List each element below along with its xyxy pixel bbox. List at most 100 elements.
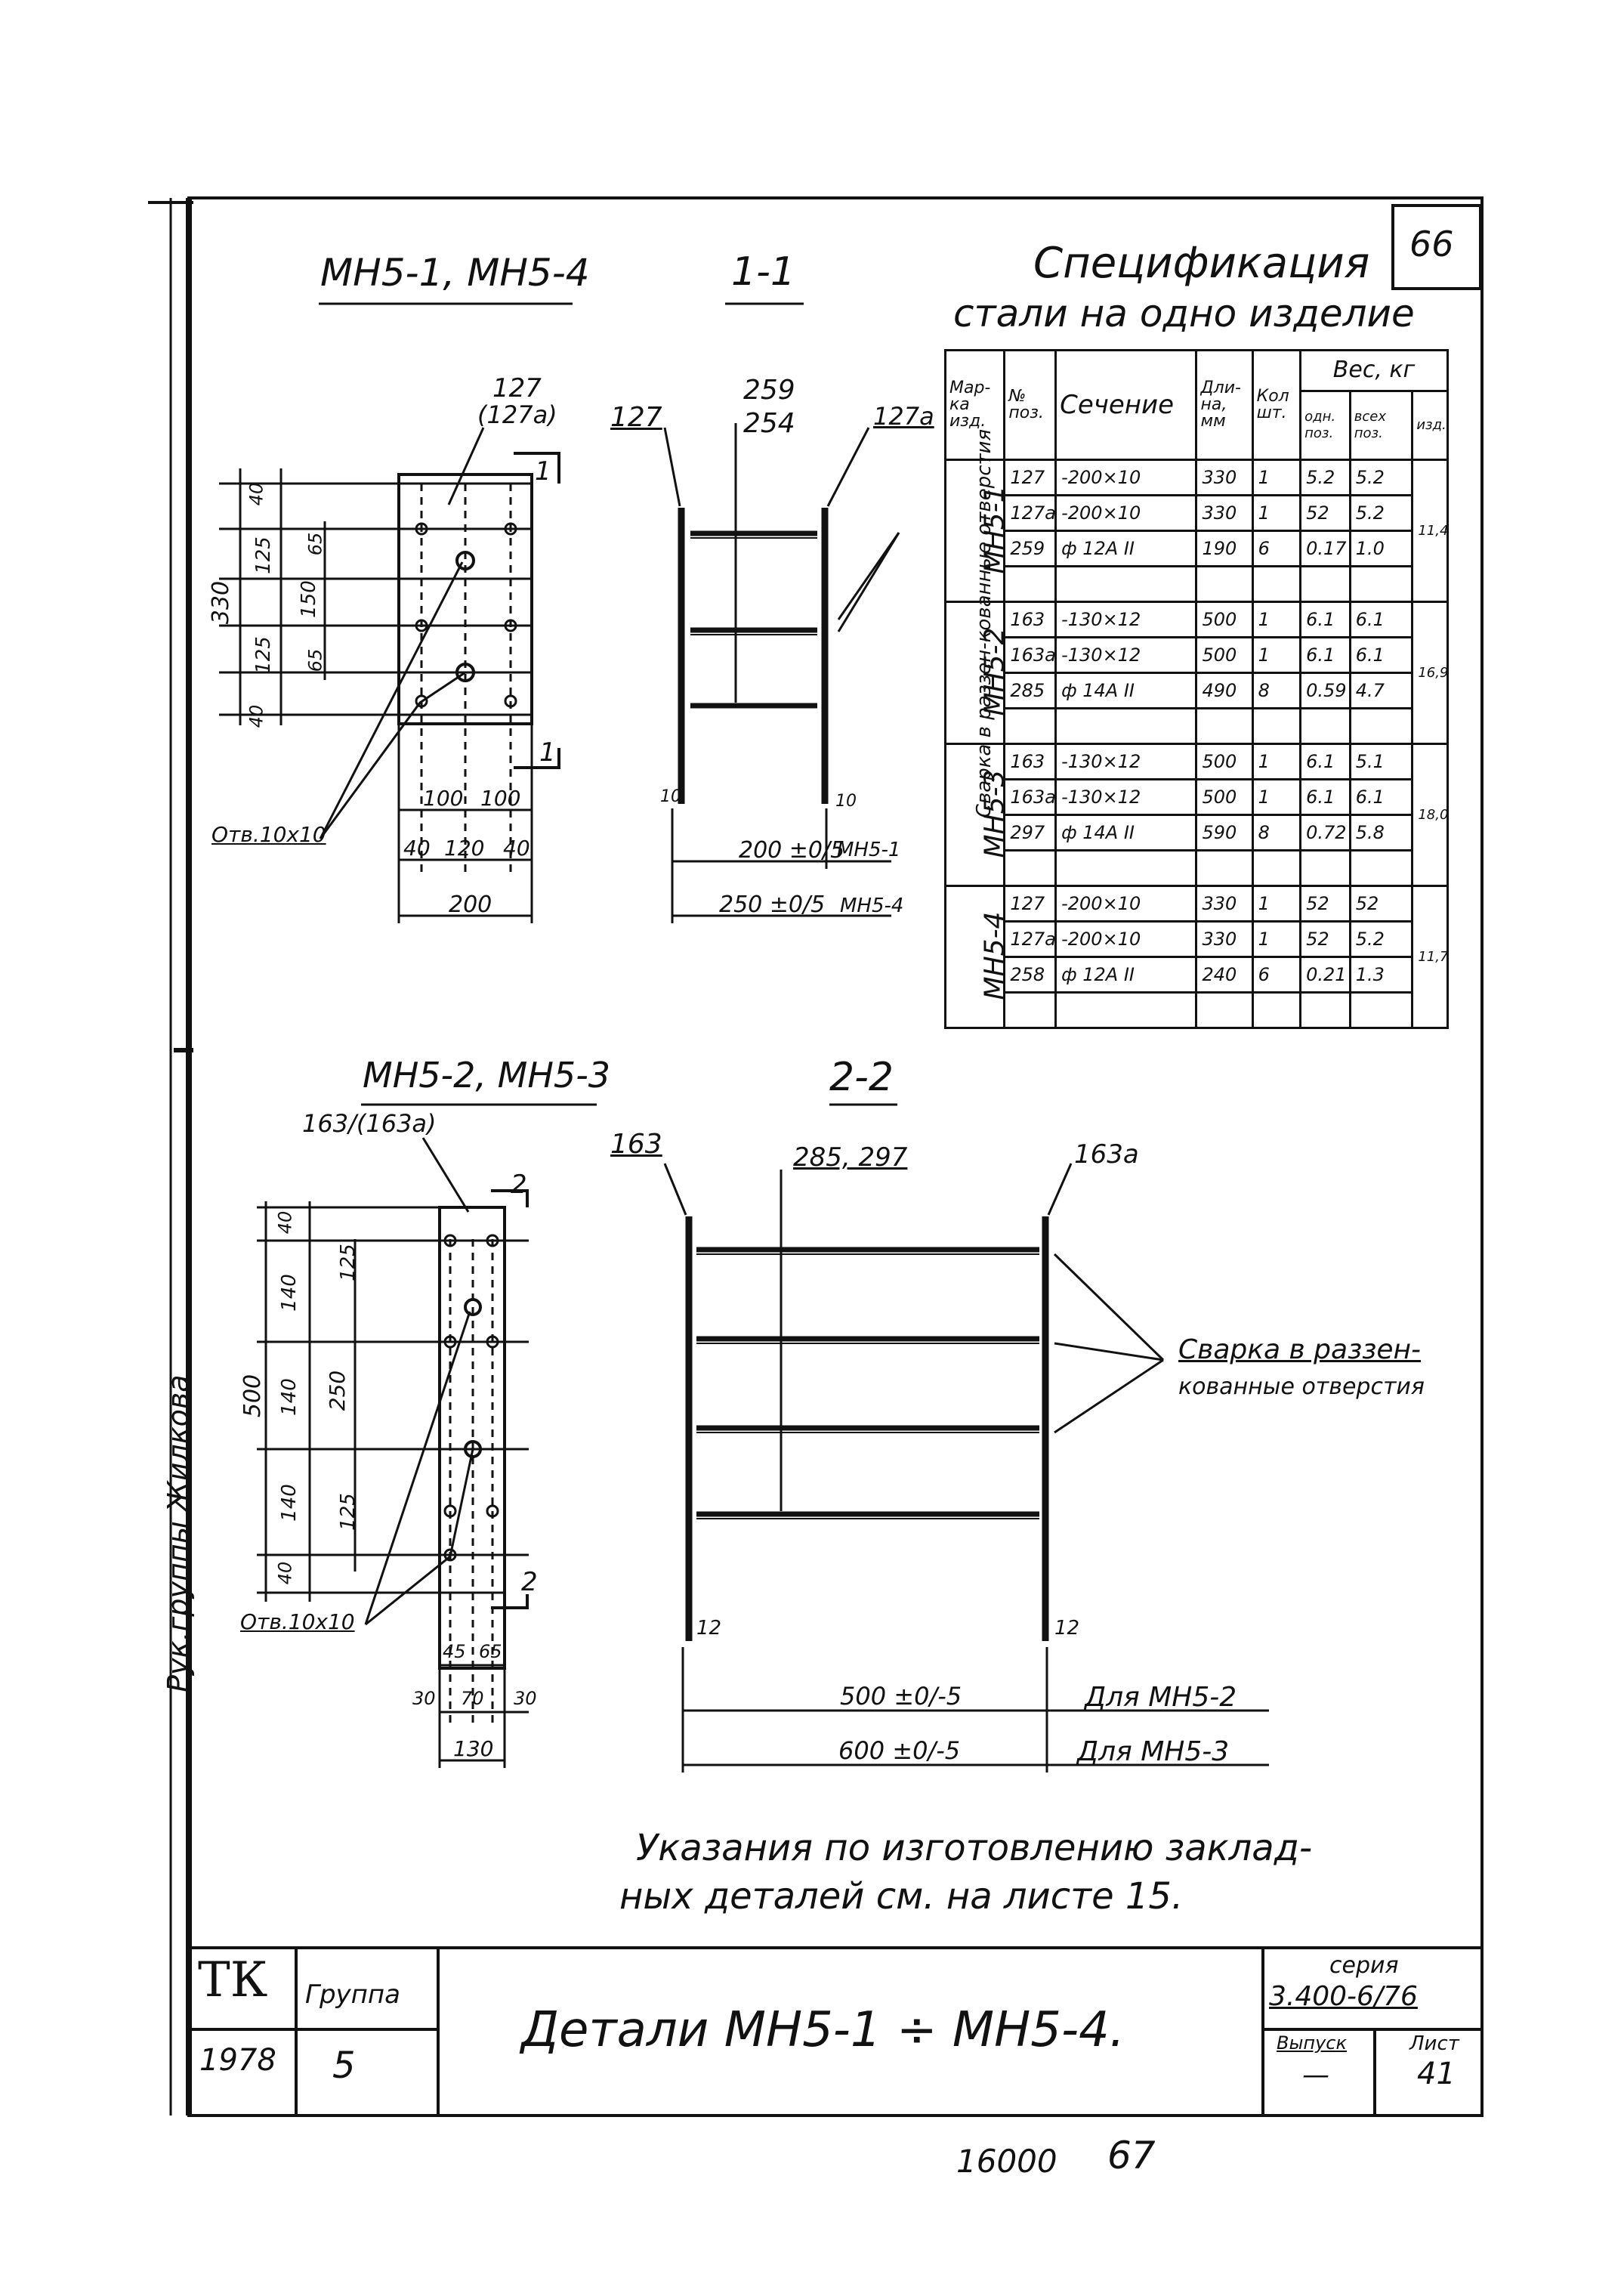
cell-weight-all: 5.2: [1348, 459, 1414, 496]
cell-section: -200×10: [1054, 920, 1198, 958]
sec2-dim-600: 600 ±0/-5: [838, 1736, 961, 1765]
dim-30: 30: [514, 1688, 537, 1709]
cell-pos: 163: [1003, 743, 1057, 780]
dim-250: 250: [325, 1370, 350, 1411]
cell-pos: 127: [1003, 459, 1057, 496]
cell-pos: 163а: [1003, 636, 1057, 674]
cell-weight-one: 5.2: [1299, 459, 1351, 496]
cell-qty: 1: [1251, 778, 1302, 816]
cell-pos: 259: [1003, 530, 1057, 567]
dim-100: 100: [423, 786, 464, 811]
table-row: 285 ф 14А II 490 8 0.59 4.7: [946, 672, 1448, 709]
cell-weight-all: 5.2: [1348, 920, 1414, 958]
cell-length: 330: [1195, 494, 1254, 532]
stamp-issue: —: [1302, 2060, 1329, 2091]
plan-view-2: [257, 1137, 529, 1768]
cell-section: ф 12А II: [1054, 530, 1198, 567]
cell-pos: 163: [1003, 601, 1057, 638]
dim-150: 150: [297, 580, 320, 618]
dim-125: 125: [336, 1493, 360, 1531]
sec2-for-mn53: Для МН5-3: [1077, 1736, 1230, 1767]
sec2-dim-12: 12: [1054, 1617, 1080, 1640]
plan2-cut-top: 2: [511, 1170, 527, 1200]
dim-200: 200: [449, 892, 492, 918]
cell-weight-one: 0.59: [1299, 672, 1351, 709]
cell-weight-one: 6.1: [1299, 743, 1351, 780]
dim-40: 40: [245, 482, 267, 506]
cell-length: 590: [1195, 814, 1254, 851]
sec2-weld-note: Сварка в раззен-: [1178, 1334, 1422, 1365]
cell-section: ф 14А II: [1054, 814, 1198, 851]
stamp-group: 5: [332, 2044, 356, 2087]
cell-weight-product: 18,0: [1411, 743, 1449, 887]
plan1-cut-top: 1: [535, 456, 551, 487]
cell-pos: 285: [1003, 672, 1057, 709]
cell-section: ф 14А II: [1054, 672, 1198, 709]
dim-65: 65: [304, 532, 326, 556]
dim-130: 130: [453, 1736, 494, 1761]
stamp-series-label: серия: [1329, 1952, 1399, 1979]
cell-qty: 6: [1251, 530, 1302, 567]
mark-cell: МН5-4: [943, 885, 1006, 1029]
dim-40: 40: [503, 836, 530, 861]
sec1-pos-259: 259: [743, 375, 795, 406]
sec2-dim-12: 12: [696, 1617, 722, 1640]
col-header-weight: Вес, кг: [1299, 349, 1449, 392]
side-signature-text: Рук.группы Жилкова: [162, 1374, 195, 1692]
mark-cell: МН5-1: [943, 459, 1006, 603]
cell-qty: 1: [1251, 601, 1302, 638]
stamp-issue-label: Выпуск: [1277, 2032, 1347, 2054]
stamp-sheet: 41: [1417, 2057, 1456, 2091]
dim-140: 140: [277, 1274, 301, 1312]
cell-qty: 1: [1251, 636, 1302, 674]
cell-length: 330: [1195, 920, 1254, 958]
dim-500: 500: [239, 1374, 267, 1418]
plan1-cut-bottom: 1: [539, 737, 556, 768]
stamp-series: 3.400-6/76: [1269, 1981, 1418, 2012]
sec1-weld-note: Сварка в раззен-кованные отверстия: [973, 428, 996, 818]
table-row: 163а -130×12 500 1 6.1 6.1: [946, 636, 1448, 674]
cell-weight-all: 6.1: [1348, 636, 1414, 674]
table-row: 163а -130×12 500 1 6.1 6.1: [946, 778, 1448, 816]
mark-cell: МН5-2: [943, 601, 1006, 745]
sec1-pos-left: 127: [610, 402, 662, 433]
cell-section: -200×10: [1054, 885, 1198, 923]
cell-weight-product: 11,7: [1411, 885, 1449, 1029]
cell-section: ф 12А II: [1054, 956, 1198, 994]
stamp-tk: ТК: [198, 1952, 268, 2008]
dim-65: 65: [304, 648, 326, 672]
sec2-pos-mid: 285, 297: [793, 1142, 908, 1173]
sec1-pos-right: 127а: [873, 402, 934, 431]
cell-section: -130×12: [1054, 601, 1198, 638]
cell-length: 500: [1195, 601, 1254, 638]
cell-section: -200×10: [1054, 494, 1198, 532]
cell-length: 500: [1195, 778, 1254, 816]
fabrication-note: Указания по изготовлению заклад-: [636, 1827, 1313, 1869]
sheet-corner-number: 66: [1409, 224, 1454, 264]
cell-weight-all: 52: [1348, 885, 1414, 923]
table-row: МН5-3 163 -130×12 500 1 6.1 5.1 18,0: [943, 743, 1449, 887]
sec2-dim-500: 500 ±0/-5: [840, 1682, 962, 1711]
cell-length: 330: [1195, 459, 1254, 496]
col-header-length: Дли-на, мм: [1195, 349, 1254, 461]
col-header-section: Сечение: [1054, 349, 1198, 461]
cell-qty: 1: [1251, 920, 1302, 958]
dim-120: 120: [444, 836, 485, 861]
cell-weight-product: 11,4: [1411, 459, 1449, 603]
cell-weight-all: 4.7: [1348, 672, 1414, 709]
hole-label: Отв.10х10: [240, 1609, 355, 1634]
cell-section: -200×10: [1054, 459, 1198, 496]
stamp-group-label: Группа: [305, 1980, 400, 2010]
cell-weight-product: 16,9: [1411, 601, 1449, 745]
dim-70: 70: [461, 1688, 484, 1709]
table-row: МН5-2 163 -130×12 500 1 6.1 6.1 16,9: [943, 601, 1449, 745]
cell-pos: 127: [1003, 885, 1057, 923]
cell-length: 330: [1195, 885, 1254, 923]
col-header-one: одн. поз.: [1299, 389, 1351, 461]
dim-125: 125: [252, 636, 275, 674]
cell-weight-one: 52: [1299, 885, 1351, 923]
sec1-for-mn51: МН5-1: [837, 839, 901, 861]
corner-box: [1391, 204, 1482, 290]
dim-140: 140: [277, 1378, 301, 1416]
